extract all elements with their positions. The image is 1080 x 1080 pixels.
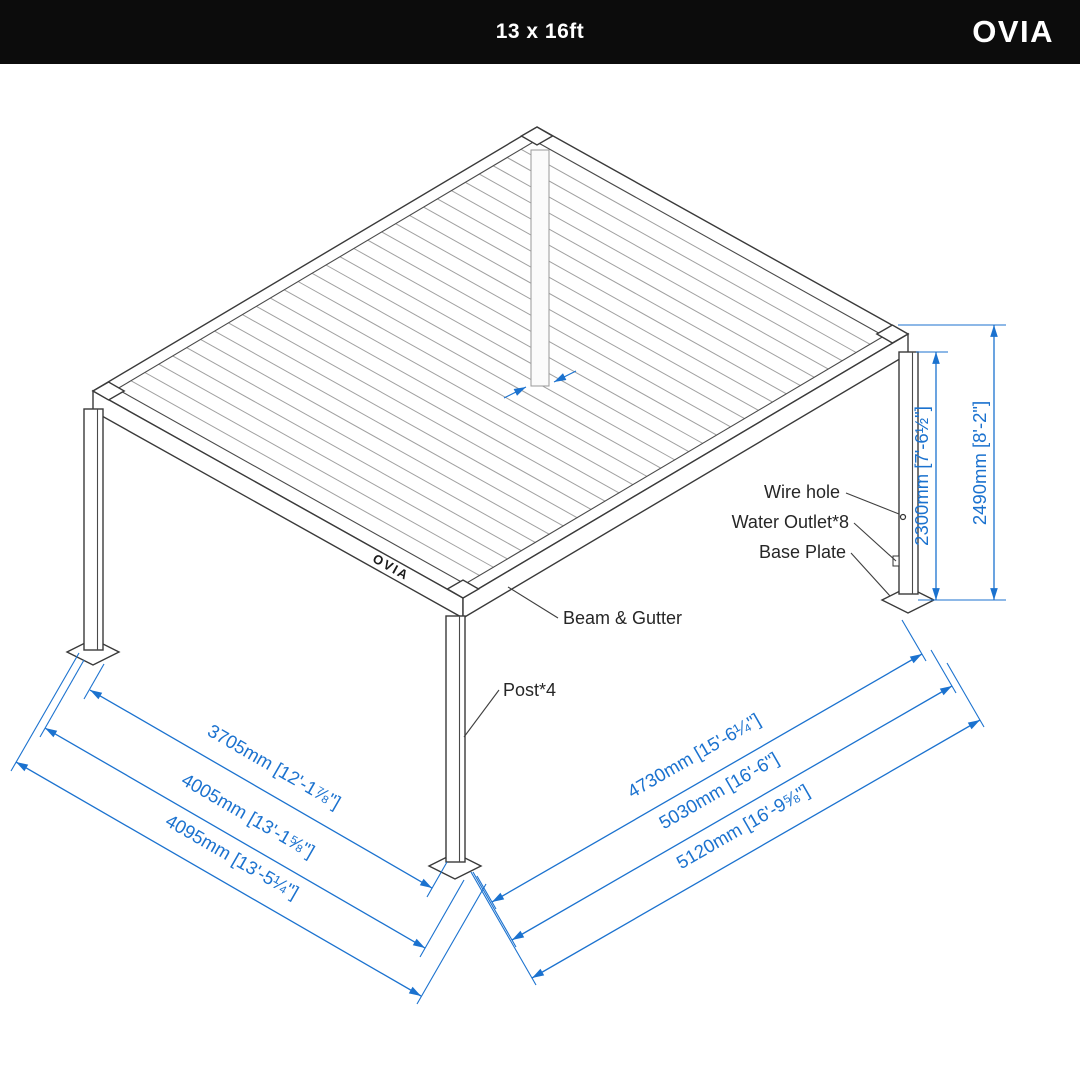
corner-cap-right: [875, 324, 910, 344]
wire-hole-detail: [899, 513, 907, 521]
louvered-roof: [91, 126, 910, 620]
posts: [83, 351, 919, 863]
dim-label-2300: 2300mm [7'-6½"]: [911, 406, 932, 546]
wire-channel: [530, 149, 550, 387]
pergola-diagram: OVIA: [10, 126, 1006, 1005]
callout-water-outlet: Water Outlet*8: [732, 512, 849, 532]
callout-post: Post*4: [503, 680, 556, 700]
dimension-lines: [15, 325, 998, 997]
corner-cap-front: [445, 579, 481, 599]
extension-lines: [10, 324, 1006, 1005]
corner-cap-left: [91, 381, 126, 401]
size-title: 13 x 16ft: [495, 20, 585, 43]
dim-label-2490: 2490mm [8'-2"]: [969, 401, 990, 525]
corner-cap-back: [519, 126, 555, 146]
callout-base-plate: Base Plate: [759, 542, 846, 562]
header-bar: 13 x 16ft OVIA: [0, 0, 1080, 64]
callout-leaders: [463, 492, 900, 738]
callout-wire-hole: Wire hole: [764, 482, 840, 502]
brand-logo: OVIA: [972, 14, 1054, 49]
callout-beam-gutter: Beam & Gutter: [563, 608, 682, 628]
